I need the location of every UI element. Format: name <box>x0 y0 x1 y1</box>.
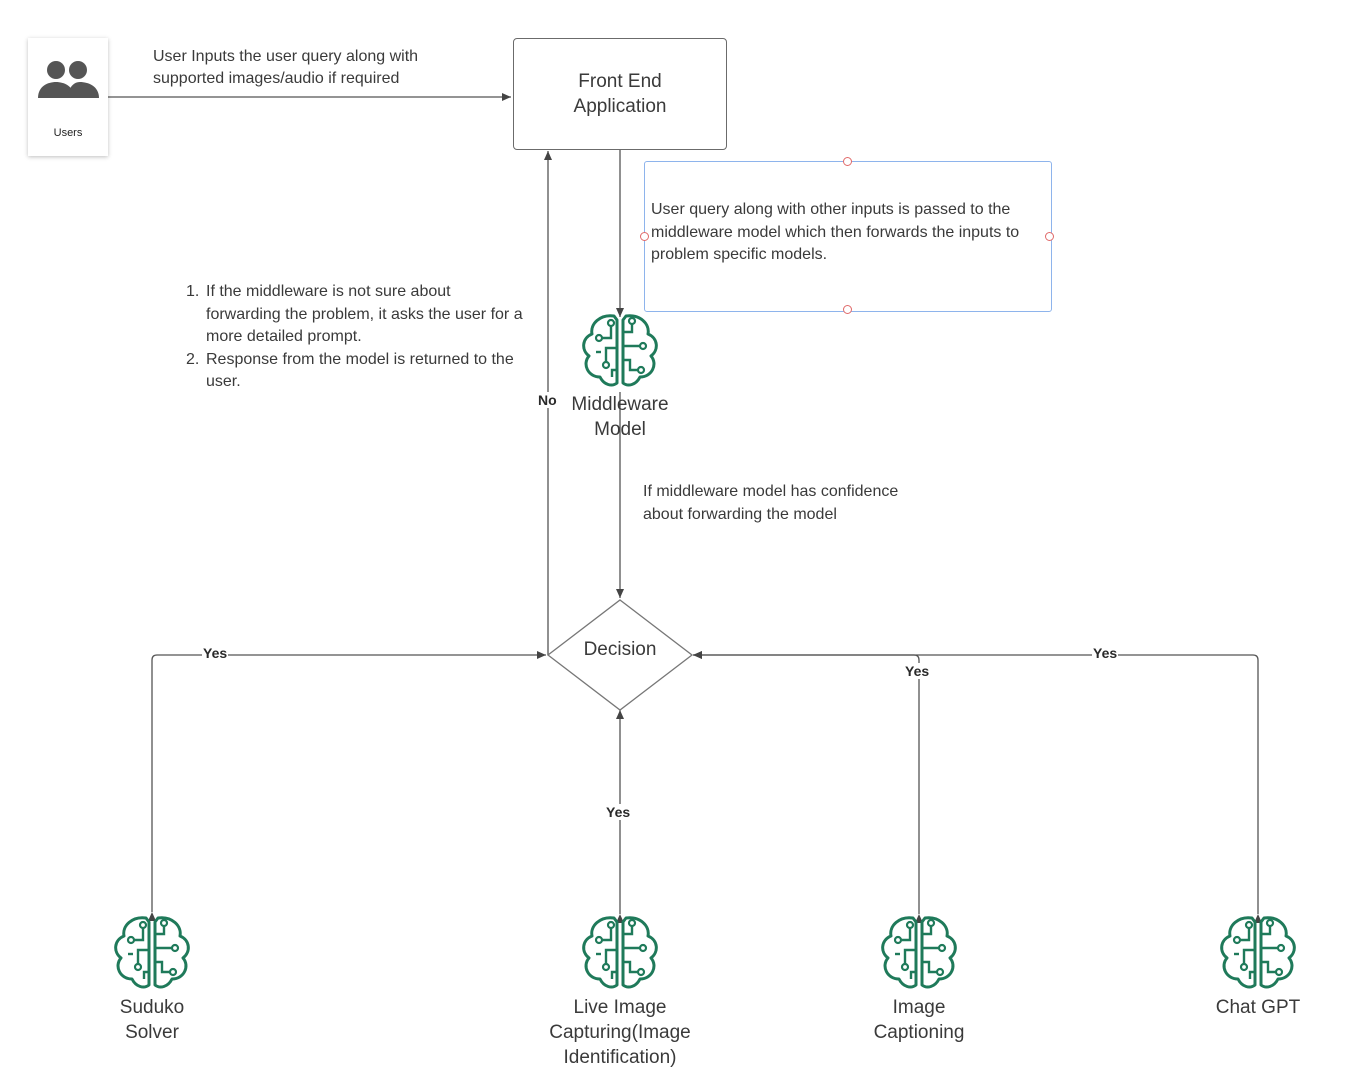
front-end-application-node[interactable]: Front End Application <box>513 38 727 150</box>
users-label: Users <box>53 127 83 139</box>
edge-captioning <box>693 651 923 923</box>
resize-handle-top[interactable] <box>843 157 852 166</box>
resize-handle-left[interactable] <box>640 232 649 241</box>
step-item: 2. Response from the model is returned t… <box>186 349 526 394</box>
suduko-brain-icon <box>114 916 190 989</box>
step-text: If the middleware is not sure about forw… <box>206 283 523 345</box>
live-image-brain-icon <box>582 916 658 989</box>
step-item: 1. If the middleware is not sure about f… <box>186 281 526 349</box>
decision-diamond[interactable] <box>546 599 694 711</box>
model-label-live-image-capturing: Live Image Capturing(Image Identificatio… <box>549 997 691 1068</box>
users-node[interactable]: Users <box>28 38 108 156</box>
edge-suduko <box>148 651 546 921</box>
edge-label-yes-captioning: Yes <box>904 663 931 679</box>
resize-handle-right[interactable] <box>1045 232 1054 241</box>
step-number: 1. <box>186 283 200 300</box>
resize-handle-bottom[interactable] <box>843 305 852 314</box>
front-end-label: Front End Application <box>573 71 667 117</box>
edge-chatgpt <box>693 651 1262 923</box>
note-text: User query along with other inputs is pa… <box>651 201 1020 263</box>
user-inputs-label: User Inputs the user query along with su… <box>153 48 419 87</box>
model-label-chat-gpt: Chat GPT <box>1215 997 1301 1018</box>
captioning-brain-icon <box>881 916 957 989</box>
edge-label-yes-live-image: Yes <box>605 804 632 820</box>
middleware-brain-icon <box>582 314 658 387</box>
model-label-image-captioning: Image Captioning <box>873 997 965 1043</box>
edge-label-yes-chatgpt: Yes <box>1092 645 1119 661</box>
model-label-suduko-solver: Suduko Solver <box>119 997 185 1043</box>
decision-label: Decision <box>583 639 657 660</box>
users-icon <box>38 61 99 98</box>
steps-list: 1. If the middleware is not sure about f… <box>186 281 526 394</box>
step-text: Response from the model is returned to t… <box>206 350 514 391</box>
middleware-label: Middleware Model <box>571 394 669 440</box>
confidence-note: If middleware model has confidence about… <box>643 483 899 523</box>
step-number: 2. <box>186 350 200 368</box>
chatgpt-brain-icon <box>1220 916 1296 989</box>
edge-label-yes-suduko: Yes <box>202 645 229 661</box>
edge-label-no: No <box>537 392 558 408</box>
